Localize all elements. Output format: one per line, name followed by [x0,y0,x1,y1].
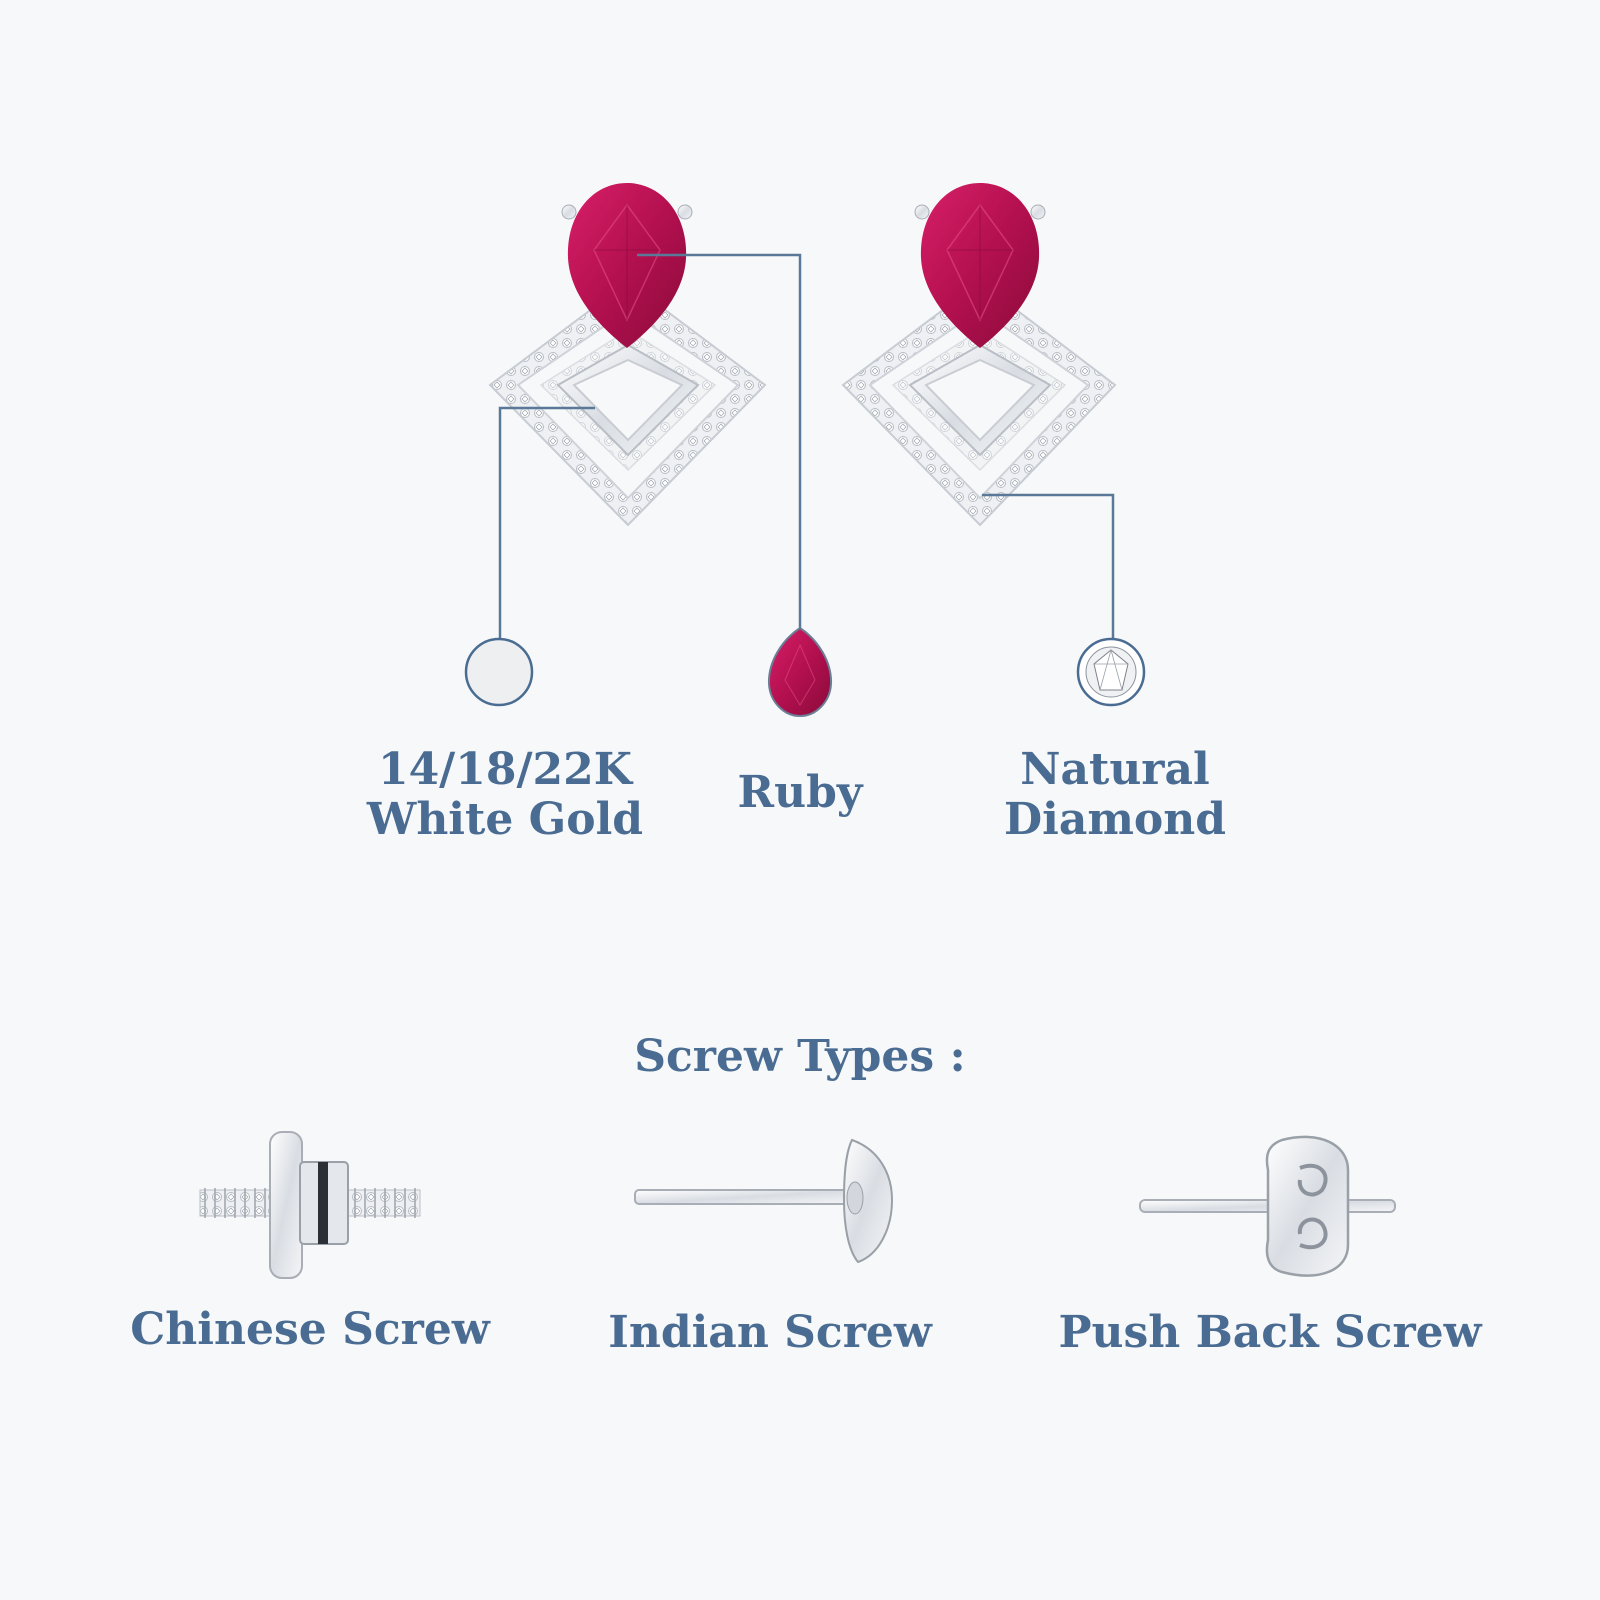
screw-label-push-back: Push Back Screw [1058,1307,1482,1358]
diamond-halo-frame [488,280,767,527]
gold-leader-line [498,406,595,640]
ruby-swatch-icon [767,626,833,718]
diamond-halo-frame [841,280,1117,527]
diamond-line1-text: Natural [1020,744,1210,795]
screw-types-title: Screw Types : [634,1031,966,1082]
ruby-text: Ruby [737,767,863,818]
indian-screw-icon [634,1138,894,1264]
diamond-line2-text: Diamond [1003,794,1227,845]
left-earring [488,183,767,527]
gold-swatch [464,637,534,707]
ruby-gem [561,183,693,348]
push-back-screw-icon [1139,1135,1396,1277]
material-label-gold: 14/18/22K White Gold [330,745,680,845]
gold-karat-text: 14/18/22K [377,744,633,795]
ruby-gem [914,183,1046,348]
screw-label-indian: Indian Screw [608,1307,932,1358]
gold-type-text: White Gold [366,794,644,845]
diamond-swatch-icon [1076,637,1146,707]
screw-label-chinese: Chinese Screw [130,1304,490,1355]
material-label-ruby: Ruby [690,768,910,818]
right-earring [841,183,1117,527]
chinese-screw-icon [199,1131,421,1279]
diamond-leader-line [982,493,1115,640]
leader-lines [498,253,1115,640]
material-label-diamond: Natural Diamond [960,745,1270,845]
ruby-leader-line [637,253,802,630]
